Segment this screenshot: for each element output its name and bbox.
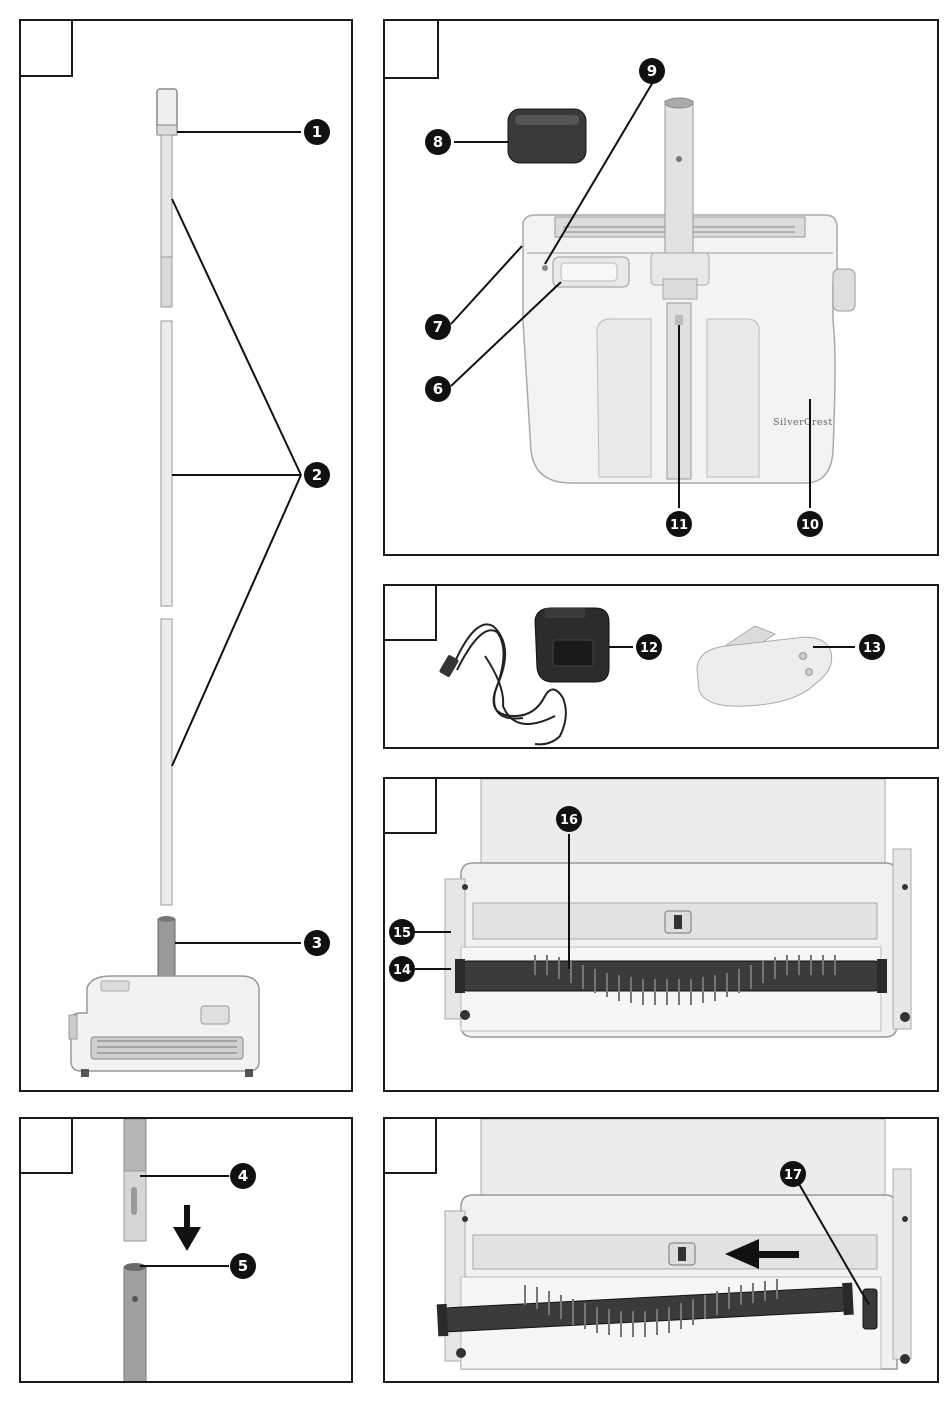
svg-text:5: 5 [238,1257,248,1275]
callout-5: 5 [230,1253,256,1279]
svg-text:2: 2 [312,466,322,484]
callout-6: 6 [425,376,451,402]
svg-text:9: 9 [647,62,657,80]
callout-9: 9 [639,58,665,84]
svg-text:6: 6 [433,380,443,398]
callout-13: 13 [859,634,885,660]
svg-text:12: 12 [640,641,658,656]
panel-a-corner-box [19,19,73,77]
tube-segment-2 [161,321,172,606]
callout-11: 11 [666,511,692,537]
panel-b: SilverCrest 8 9 7 6 11 [383,19,939,556]
panel-a: 1 2 3 [19,19,353,1092]
callout-4: 4 [230,1163,256,1189]
svg-text:15: 15 [393,926,411,941]
svg-text:3: 3 [312,934,322,952]
callout-7: 7 [425,314,451,340]
svg-text:16: 16 [560,813,578,828]
svg-text:17: 17 [784,1168,802,1183]
callout-17: 17 [780,1161,806,1187]
panel-e-corner-box [19,1117,73,1174]
panel-d-illustration: 16 15 14 [385,779,939,1092]
panel-d-corner-box [383,777,437,834]
callout-8: 8 [425,129,451,155]
callout-15: 15 [389,919,415,945]
svg-text:10: 10 [801,518,819,533]
svg-text:11: 11 [670,518,688,533]
panel-e: 4 5 [19,1117,353,1383]
svg-text:14: 14 [393,963,411,978]
panel-f-corner-box [383,1117,437,1174]
callout-16: 16 [556,806,582,832]
callout-14: 14 [389,956,415,982]
svg-text:1: 1 [312,123,322,141]
callout-2: 2 [304,462,330,488]
panel-c-illustration: 12 13 [385,586,939,749]
lower-tube [124,1267,146,1383]
panel-d: 16 15 14 [383,777,939,1092]
brand-logo: SilverCrest [773,417,833,428]
panel-f: 17 [383,1117,939,1383]
brush-roller [463,961,879,991]
dust-tray [597,319,651,477]
svg-text:7: 7 [433,318,443,336]
panel-c-corner-box [383,584,437,641]
panel-b-corner-box [383,19,439,79]
brush-end-cap [863,1289,877,1329]
down-arrow-icon [173,1205,201,1251]
callout-1: 1 [304,119,330,145]
panel-b-illustration: SilverCrest 8 9 7 6 11 [385,21,939,556]
callout-10: 10 [797,511,823,537]
svg-text:8: 8 [433,133,443,151]
brush-window [91,1037,243,1059]
tube-segment-3 [161,619,172,905]
callout-12: 12 [636,634,662,660]
panel-c: 12 13 [383,584,939,749]
svg-text:4: 4 [238,1167,248,1185]
svg-text:13: 13 [863,641,881,656]
callout-3: 3 [304,930,330,956]
panel-f-illustration: 17 [385,1119,939,1383]
panel-a-illustration: 1 2 3 [21,21,353,1092]
